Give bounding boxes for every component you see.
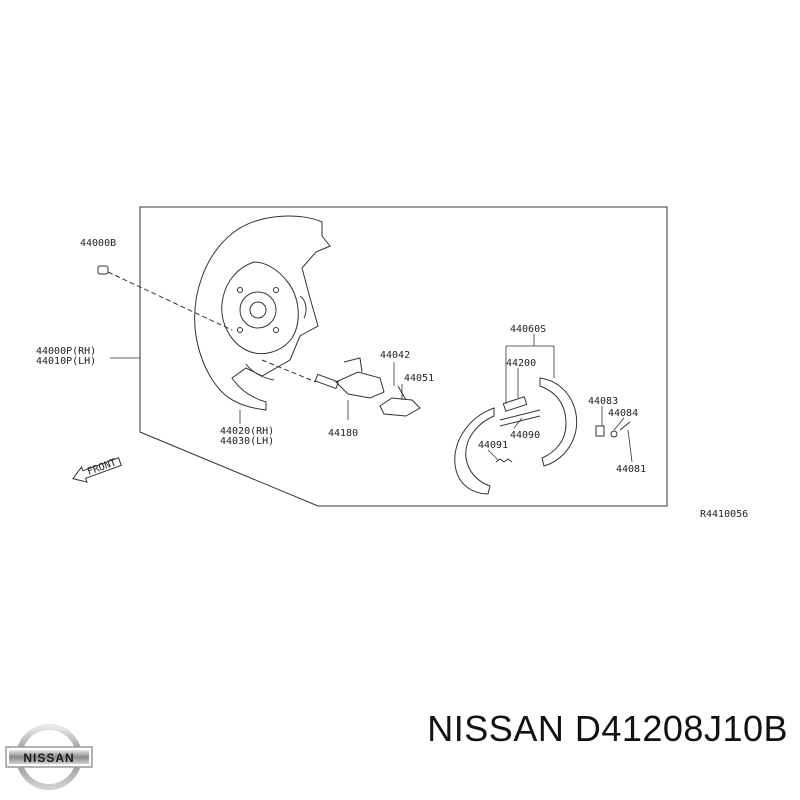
backing-plate (194, 215, 331, 411)
label-44010p: 44010P(LH) (36, 356, 96, 367)
label-44042: 44042 (380, 350, 410, 361)
label-44051: 44051 (404, 373, 434, 384)
label-44090: 44090 (510, 430, 540, 441)
label-44083: 44083 (588, 396, 618, 407)
label-44020: 44020(RH) (220, 426, 274, 437)
part-number-title: NISSAN D41208J10B (427, 708, 788, 749)
leader-lines (110, 334, 633, 463)
nissan-logo-text: NISSAN (23, 751, 74, 765)
front-label: FRONT (86, 457, 118, 478)
label-44091: 44091 (478, 440, 508, 451)
label-44030: 44030(LH) (220, 436, 274, 447)
label-44060s: 44060S (510, 324, 546, 335)
label-44000b: 44000B (80, 238, 116, 249)
front-arrow-icon: FRONT (72, 457, 122, 483)
nissan-logo: NISSAN (5, 724, 93, 790)
brake-shoes (454, 377, 631, 495)
lever-assembly (261, 357, 421, 417)
diagram-ref-code: R4410056 (700, 509, 748, 520)
bolt-44000b (97, 265, 233, 331)
label-44180: 44180 (328, 428, 358, 439)
label-44200: 44200 (506, 358, 536, 369)
label-44000p: 44000P(RH) (36, 346, 96, 357)
label-44084: 44084 (608, 408, 638, 419)
diagram-frame (139, 206, 668, 507)
label-44081: 44081 (616, 464, 646, 475)
